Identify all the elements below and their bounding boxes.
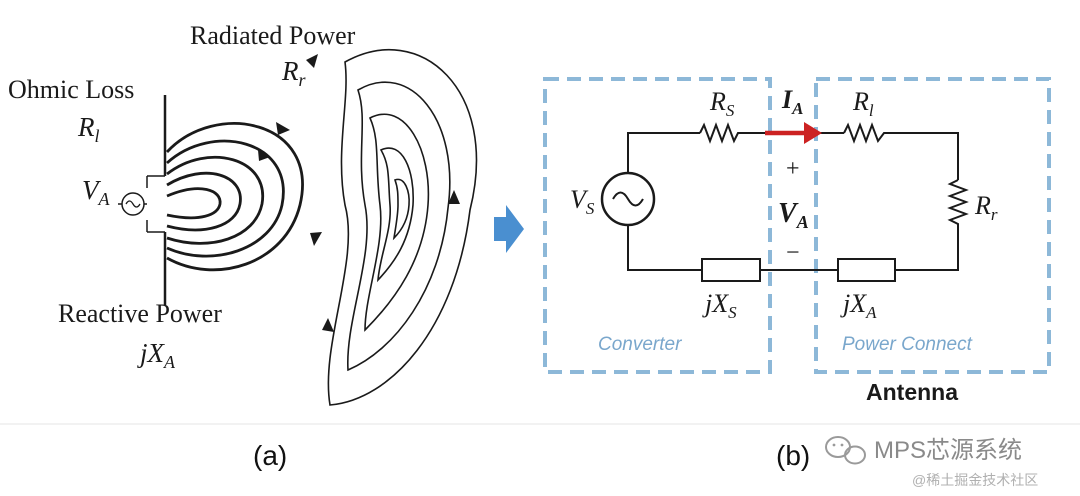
caption-b: (b) xyxy=(776,440,810,471)
resistor-rl xyxy=(843,122,888,144)
plus-sign: + xyxy=(786,156,800,182)
watermark-brand: MPS芯源系统 xyxy=(874,437,1022,464)
wechat-icon xyxy=(825,436,866,465)
power-connect-label: Power Connect xyxy=(842,334,973,355)
reactive-field-loops xyxy=(165,122,304,272)
va-label: VA xyxy=(82,175,111,209)
rr-label: Rr xyxy=(281,56,307,90)
va-label-b: VA xyxy=(778,198,809,232)
radiated-power-label: Radiated Power xyxy=(190,21,356,50)
rl-label-b: Rl xyxy=(852,87,874,120)
ohmic-loss-label: Ohmic Loss xyxy=(8,75,134,104)
antenna-label: Antenna xyxy=(866,379,958,405)
ac-source-icon xyxy=(600,171,656,227)
field-direction-arrows xyxy=(258,122,322,246)
reactive-power-label: Reactive Power xyxy=(58,299,222,328)
radiated-field-lobes xyxy=(327,49,478,406)
rs-label: RS xyxy=(709,87,735,120)
converter-label: Converter xyxy=(598,334,682,355)
resistor-rs xyxy=(699,122,742,144)
watermark: MPS芯源系统 @稀土掘金技术社区 xyxy=(825,436,1038,488)
source-icon xyxy=(118,192,147,216)
converter-box xyxy=(543,77,772,374)
watermark-source: @稀土掘金技术社区 xyxy=(912,472,1038,488)
antenna-element xyxy=(146,95,167,305)
transition-arrow xyxy=(494,205,524,253)
caption-a: (a) xyxy=(253,440,287,471)
jxa-label-b: jXA xyxy=(840,289,877,322)
minus-sign: − xyxy=(786,240,800,266)
reactance-jxa xyxy=(837,258,896,282)
reactance-jxs xyxy=(701,258,761,282)
ia-label: IA xyxy=(781,85,803,118)
antenna-box xyxy=(814,77,1051,374)
rr-label-b: Rr xyxy=(974,191,998,224)
panel-b: RS IA Rl VS + VA − Rr jXS jXA Converter … xyxy=(543,77,1051,405)
vs-label: VS xyxy=(570,185,595,218)
jxs-label: jXS xyxy=(702,289,737,322)
panel-a: Radiated Power Rr Ohmic Loss Rl VA React… xyxy=(8,21,478,406)
radiated-arrows xyxy=(306,54,460,332)
jxa-label-a: jXA xyxy=(137,338,176,372)
current-arrow-icon xyxy=(765,122,822,144)
rl-label: Rl xyxy=(77,112,100,146)
circuit-wires xyxy=(627,132,959,271)
resistor-rr xyxy=(947,179,969,228)
